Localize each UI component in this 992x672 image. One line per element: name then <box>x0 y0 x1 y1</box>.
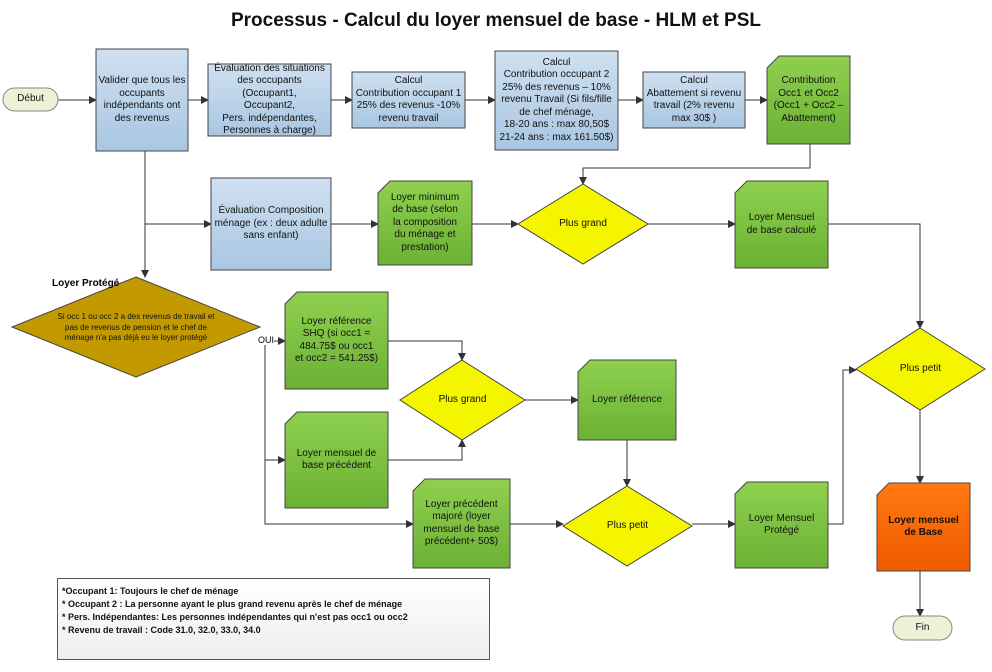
data-box <box>412 478 511 569</box>
evaluate-occupants-step: Évaluation des situations des occupants … <box>214 62 325 137</box>
connector <box>264 341 286 464</box>
smaller-decision-1: Plus petit <box>899 362 942 374</box>
greater-decision-2: Plus grand <box>438 393 487 405</box>
decision-diamond <box>855 327 986 411</box>
increased-previous-rent-data: Loyer précédent majoré (loyer mensuel de… <box>423 498 500 548</box>
minimum-rent-data: Loyer minimum de base (selon la composit… <box>390 191 460 253</box>
protected-rent-data: Loyer Mensuel Protégé <box>748 512 815 537</box>
calculated-rent-data: Loyer Mensuel de base calculé <box>746 212 817 236</box>
connector <box>388 439 466 461</box>
data-box <box>766 55 851 145</box>
decision-diamond <box>10 276 262 378</box>
data-box <box>577 359 677 441</box>
note-line: *Occupant 1: Toujours le chef de ménage <box>62 586 239 596</box>
note-line: * Revenu de travail : Code 31.0, 32.0, 3… <box>62 625 261 635</box>
process-box <box>207 63 332 137</box>
diagram-title: Processus - Calcul du loyer mensuel de b… <box>230 10 762 31</box>
connector <box>579 144 811 185</box>
validate-income-step: Valider que tous les occupants indépenda… <box>98 75 186 124</box>
base-rent-result: Loyer mensuel de Base <box>888 514 959 539</box>
end-label: Fin <box>915 621 930 633</box>
data-box <box>734 481 829 569</box>
decision-diamond <box>517 183 649 265</box>
previous-rent-data: Loyer mensuel de base précédent <box>296 447 377 472</box>
shq-reference-rent-data: Loyer référence SHQ (si occ1 = 484.75$ o… <box>294 315 379 365</box>
greater-decision-1: Plus grand <box>559 217 607 229</box>
calc-occupant1-step: Calcul Contribution occupant 1 25% des r… <box>355 75 462 124</box>
protected-rent-condition: Si occ 1 ou occ 2 a des revenus de trava… <box>57 311 215 343</box>
yes-label: OUI <box>258 335 275 345</box>
connector <box>828 223 924 329</box>
connector <box>388 340 466 361</box>
process-box <box>351 71 466 129</box>
connector <box>264 455 414 528</box>
evaluate-composition-step: Évaluation Composition ménage (ex : deux… <box>214 205 328 242</box>
data-box <box>377 180 473 266</box>
contribution-data: Contribution Occ1 et Occ2 (Occ1 + Occ2 –… <box>773 75 844 124</box>
legend-notes: *Occupant 1: Toujours le chef de ménage … <box>57 578 490 660</box>
data-box <box>876 482 971 572</box>
data-box <box>284 411 389 509</box>
connector <box>828 366 857 525</box>
process-box <box>95 48 189 152</box>
decision-diamond <box>562 485 693 567</box>
data-box <box>734 180 829 269</box>
end-terminator <box>892 615 953 641</box>
process-box <box>494 50 619 151</box>
note-line: * Occupant 2 : La personne ayant le plus… <box>62 599 403 609</box>
process-box <box>642 71 746 129</box>
calc-occupant2-step: Calcul Contribution occupant 2 25% des r… <box>499 56 614 143</box>
smaller-decision-2: Plus petit <box>606 519 649 531</box>
connectors <box>58 96 924 617</box>
protected-rent-label: Loyer Protégé <box>52 278 120 289</box>
decision-diamond <box>399 359 526 441</box>
data-box <box>284 291 389 390</box>
note-line: * Pers. Indépendantes: Les personnes ind… <box>62 612 408 622</box>
start-label: Début <box>17 93 44 105</box>
start-terminator <box>2 87 59 112</box>
calc-abatement-step: Calcul Abattement si revenu travail (2% … <box>646 75 742 124</box>
reference-rent-data: Loyer référence <box>591 393 663 405</box>
process-box <box>210 177 332 271</box>
